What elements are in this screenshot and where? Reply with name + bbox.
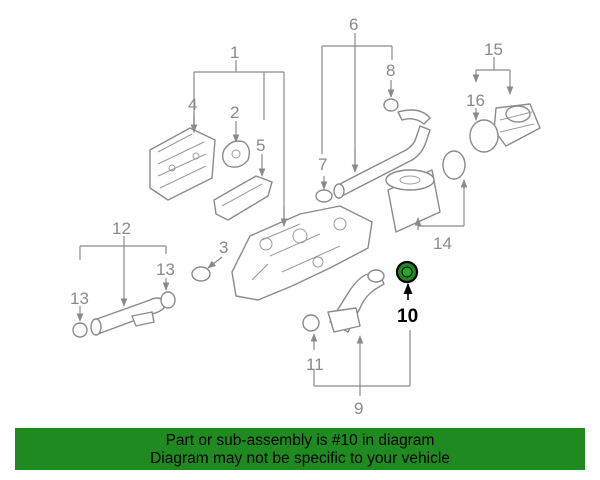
callout-2: 2 bbox=[230, 103, 239, 122]
o-ring-11-part[interactable] bbox=[302, 314, 320, 332]
leader-lines bbox=[76, 33, 514, 396]
filter-cap-part[interactable] bbox=[493, 103, 541, 147]
cooler-gasket-part[interactable] bbox=[221, 140, 251, 168]
callout-6: 6 bbox=[349, 15, 358, 34]
callout-1: 1 bbox=[230, 43, 239, 62]
callout-5: 5 bbox=[256, 136, 265, 155]
elbow-pipe-part[interactable] bbox=[327, 269, 385, 333]
coolant-pipe-part[interactable] bbox=[90, 297, 165, 336]
callout-10: 10 bbox=[397, 306, 418, 327]
callout-14: 14 bbox=[433, 234, 452, 253]
callout-4: 4 bbox=[188, 95, 197, 114]
oil-filter-part[interactable] bbox=[385, 169, 441, 233]
callout-11: 11 bbox=[306, 355, 324, 374]
callout-7: 7 bbox=[318, 155, 327, 174]
callout-9: 9 bbox=[354, 399, 363, 418]
o-ring-7-part[interactable] bbox=[315, 189, 333, 203]
callout-13-left: 13 bbox=[70, 289, 89, 308]
parts-diagram: 1 2 3 4 5 6 7 8 9 10 11 12 13 13 14 15 1… bbox=[70, 15, 541, 418]
oil-pipe-part[interactable] bbox=[333, 109, 431, 199]
o-ring-13-right-part[interactable] bbox=[160, 291, 176, 309]
callout-labels: 1 2 3 4 5 6 7 8 9 10 11 12 13 13 14 15 1… bbox=[70, 15, 503, 418]
callout-3: 3 bbox=[219, 238, 228, 257]
oil-filter-housing-part[interactable] bbox=[231, 205, 373, 301]
oil-cooler-part[interactable] bbox=[149, 127, 216, 201]
callout-8: 8 bbox=[386, 61, 395, 80]
banner-line-2: Diagram may not be specific to your vehi… bbox=[150, 450, 450, 467]
part-info-banner: Part or sub-assembly is #10 in diagram D… bbox=[15, 428, 585, 470]
banner-line-1: Part or sub-assembly is #10 in diagram bbox=[165, 432, 435, 449]
filter-o-ring-part[interactable] bbox=[442, 150, 466, 180]
seal-10-part[interactable] bbox=[395, 260, 419, 284]
o-ring-13-left-part[interactable] bbox=[72, 322, 88, 338]
callout-15: 15 bbox=[484, 40, 503, 59]
cap-o-ring-part[interactable] bbox=[469, 119, 499, 153]
o-ring-8-part[interactable] bbox=[383, 98, 399, 112]
callout-16: 16 bbox=[466, 91, 485, 110]
o-ring-3-part[interactable] bbox=[191, 266, 211, 282]
cooler-seal-part[interactable] bbox=[213, 175, 273, 221]
callout-13-right: 13 bbox=[156, 260, 175, 279]
callout-12: 12 bbox=[112, 219, 131, 238]
